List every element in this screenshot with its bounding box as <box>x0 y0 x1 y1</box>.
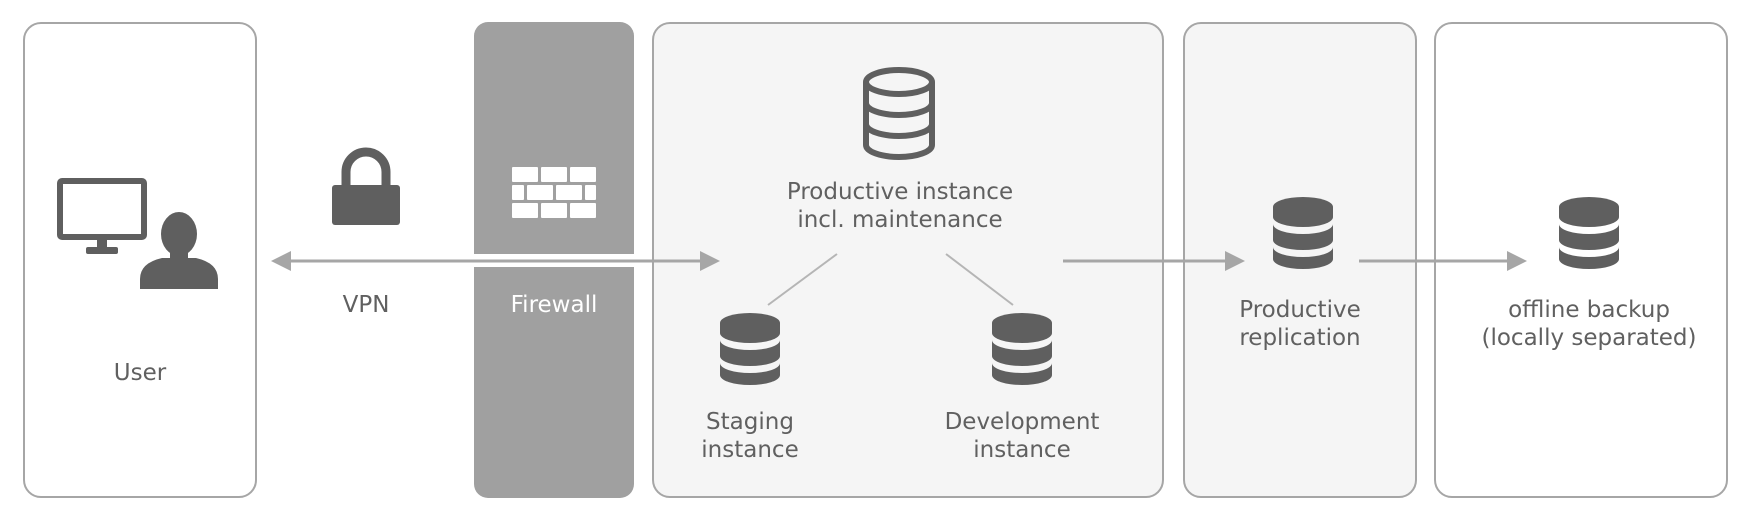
productive-database-icon <box>863 67 935 160</box>
connector-development <box>945 253 1014 306</box>
vpn-arrow <box>271 251 720 271</box>
development-label-line1: Development <box>944 409 1100 435</box>
backup-label-line2: (locally separated) <box>1481 325 1697 351</box>
productive-instance-label-line1: Productive instance <box>786 179 1014 205</box>
computer-icon <box>57 178 147 254</box>
firewall-label: Firewall <box>510 292 598 318</box>
person-icon <box>140 212 218 289</box>
replication-label-line2: replication <box>1239 325 1361 351</box>
staging-label-line2: instance <box>701 437 799 463</box>
development-database-icon <box>992 313 1052 385</box>
replication-label-line1: Productive <box>1239 297 1361 323</box>
productive-instance-label-line2: incl. maintenance <box>797 207 1003 233</box>
brick-wall-icon <box>512 167 596 218</box>
lock-icon <box>332 147 400 225</box>
vpn-label: VPN <box>342 292 390 318</box>
user-label: User <box>113 360 167 386</box>
backup-label-line1: offline backup <box>1508 297 1670 323</box>
user-panel <box>23 22 257 498</box>
backup-database-icon <box>1559 197 1619 269</box>
backup-arrow <box>1359 251 1527 271</box>
replication-database-icon <box>1273 197 1333 269</box>
replication-arrow <box>1063 251 1245 271</box>
staging-label-line1: Staging <box>706 409 794 435</box>
connector-staging <box>767 253 838 306</box>
development-label-line2: instance <box>973 437 1071 463</box>
staging-database-icon <box>720 313 780 385</box>
